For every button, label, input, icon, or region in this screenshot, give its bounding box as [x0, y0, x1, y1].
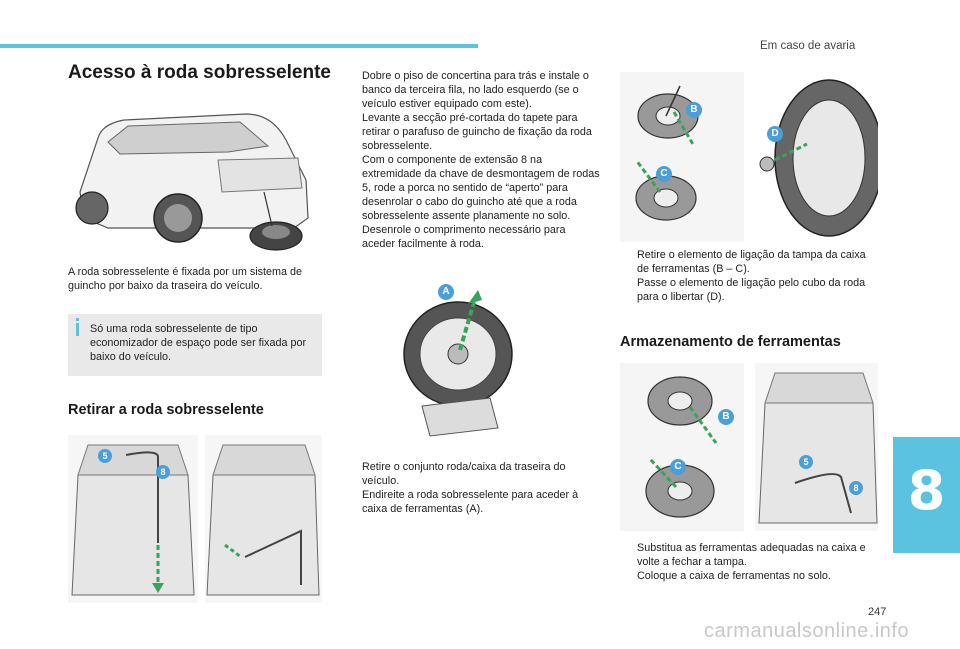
tool-storage-illustration-right: 5 8: [755, 363, 878, 531]
list-item: Coloque a caixa de ferramentas no solo.: [637, 570, 831, 582]
callout-b: B: [718, 409, 734, 425]
storage-steps-list: Substitua as ferramentas adequadas na ca…: [620, 541, 875, 583]
list-item: Retire o elemento de ligação da tampa da…: [637, 249, 866, 275]
toolbox-cover-illustration: B C: [620, 72, 744, 242]
section-title: Em caso de avaria: [760, 40, 856, 52]
car-illustration: [68, 100, 322, 258]
chapter-number: 8: [907, 459, 946, 522]
list-item: Endireite a roda sobresselente para aced…: [362, 489, 579, 515]
callout-8: 8: [849, 481, 863, 495]
info-text: Só uma roda sobresselente de tipo econom…: [90, 323, 307, 363]
list-item: Dobre o piso de concertina para trás e i…: [362, 70, 589, 110]
callout-c: C: [656, 166, 672, 182]
info-box: Só uma roda sobresselente de tipo econom…: [68, 314, 322, 376]
list-item: Levante a secção pré-cortada do tapete p…: [362, 112, 592, 152]
page-title: Acesso à roda sobresselente: [68, 62, 331, 83]
callout-d: D: [767, 126, 783, 142]
removal-steps-list: Dobre o piso de concertina para trás e i…: [345, 69, 600, 251]
header-accent-bar: [0, 44, 478, 48]
list-item: Passe o elemento de ligação pelo cubo da…: [637, 277, 866, 303]
storage-heading: Armazenamento de ferramentas: [620, 334, 841, 350]
chapter-tab: 8: [893, 437, 960, 553]
remove-heading: Retirar a roda sobresselente: [68, 402, 264, 418]
list-item: Com o componente de extensão 8 na extrem…: [362, 154, 600, 250]
list-item: Substitua as ferramentas adequadas na ca…: [637, 542, 866, 568]
callout-a: A: [438, 284, 454, 300]
wheel-hub-illustration: D: [755, 72, 878, 242]
wheel-toolbox-illustration: A: [400, 280, 540, 445]
callout-5: 5: [799, 455, 813, 469]
callout-5: 5: [98, 449, 112, 463]
callout-b: B: [686, 102, 702, 118]
intro-text: A roda sobresselente é fixada por um sis…: [68, 266, 303, 292]
callout-c: C: [670, 459, 686, 475]
watermark: carmanualsonline.info: [704, 620, 910, 642]
list-item: Retire o conjunto roda/caixa da traseira…: [362, 461, 566, 487]
trunk-illustration-right: [205, 435, 322, 603]
connector-steps-list: Retire o elemento de ligação da tampa da…: [620, 248, 875, 304]
tool-storage-illustration-left: B C: [620, 363, 744, 531]
page-number: 247: [868, 606, 887, 618]
trunk-illustration-left: 5 8: [68, 435, 198, 603]
info-icon: [76, 318, 79, 336]
callout-8: 8: [156, 465, 170, 479]
removal-steps-list-bottom: Retire o conjunto roda/caixa da traseira…: [345, 460, 600, 516]
